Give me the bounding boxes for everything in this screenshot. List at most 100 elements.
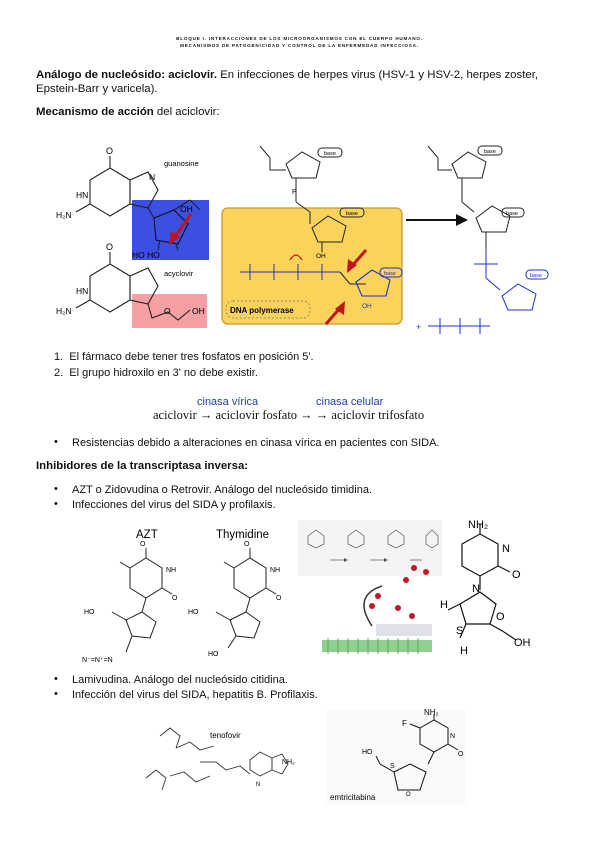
intro-title: Análogo de nucleósido: aciclovir. (36, 69, 218, 81)
lamivudine-h: H (440, 599, 448, 611)
azt-azide: N⁻=N⁺=N (82, 657, 113, 664)
lamivudine-o2: O (496, 611, 505, 623)
thymidine-o-top: O (244, 541, 250, 548)
acyclovir-oh-label: OH (192, 306, 205, 316)
lamivudine-oh: OH (514, 637, 531, 649)
thymidine-o-right: O (276, 595, 282, 602)
intro-text-2: Epstein-Barr y varicela). (36, 83, 158, 95)
hiv-bullet: Infecciones del virus del SIDA y profila… (72, 499, 276, 511)
plus-sign: + (416, 322, 421, 332)
emtricitabine-ho: HO (362, 749, 373, 756)
rt-inhibitors-title: Inhibidores de la transcriptasa inversa: (36, 460, 249, 472)
bullet-dot: • (54, 673, 58, 685)
bullet-dot: • (54, 498, 58, 510)
emtricitabine-n: N (450, 733, 455, 740)
thymidine-ho-2: HO (208, 651, 219, 658)
bullet-dot: • (54, 436, 58, 448)
cellular-kinase-label: cinasa celular (316, 396, 384, 408)
guanosine-oh-label: OH (180, 204, 193, 214)
document-header-line1: BLOQUE I. INTERACCIONES DE LOS MICROORGA… (176, 36, 423, 41)
acyclovir-mechanism-figure: O HN H₂N N OH HO HO guanosine O HN H₂N O… (56, 145, 549, 334)
base-label-2: base (346, 211, 358, 217)
guanosine-label: guanosine (164, 159, 199, 168)
dna-polymerase-label: DNA polymerase (230, 306, 294, 315)
emtricitabine-label: emtricitabina (330, 793, 376, 802)
azt-o-top: O (140, 541, 146, 548)
emtricitabine-o: O (458, 751, 464, 758)
lamivudine-bullet-2: Infección del virus del SIDA, hepatitis … (72, 689, 318, 701)
thymidine-label: Thymidine (216, 529, 269, 541)
phosphorylation-chain: aciclovir → aciclovir fosfato → → aciclo… (153, 408, 425, 422)
mechanism-rest: del aciclovir: (153, 106, 220, 118)
dna-chain-left (259, 145, 365, 252)
emtricitabine-f: F (402, 719, 407, 728)
lamivudine-bullet-1: Lamivudina. Análogo del nucleósido citid… (72, 674, 288, 686)
lamivudine-h2: H (460, 645, 468, 657)
phosphate-p-label-1: P (292, 189, 297, 196)
step-2: 2. El grupo hidroxilo en 3' no debe exis… (54, 367, 258, 379)
lamivudine-o: O (512, 569, 521, 581)
incorporated-acyclovir (474, 248, 549, 311)
lamivudine-n: N (502, 543, 510, 555)
dna-polymerase-box (221, 207, 403, 325)
base-label-3: base (384, 271, 396, 277)
acyclovir-hn-label: HN (76, 286, 88, 296)
step-1-text: El fármaco debe tener tres fosfatos en p… (69, 351, 314, 363)
tenofovir-emtricitabine-figure: tenofovir NH₂ N NH₂ F N O S HO O emtrici… (145, 708, 466, 804)
thymidine-nh: NH (270, 567, 280, 574)
azt-structure (111, 548, 173, 653)
bullet-dot: • (54, 483, 58, 495)
bullet-dot: • (54, 688, 58, 700)
acyclovir-label: acyclovir (164, 269, 194, 278)
intro-text-1: En infecciones de herpes virus (HSV-1 y … (217, 69, 539, 81)
acyclovir-h2n-label: H₂N (56, 306, 72, 316)
base-label-1: base (324, 151, 336, 157)
base-label-4: base (484, 149, 496, 155)
lamivudine-n2: N (472, 583, 480, 595)
lamivudine-s: S (456, 625, 463, 637)
guanosine-hn-label: HN (76, 190, 88, 200)
guanosine-hoho-label: HO HO (132, 250, 160, 260)
oh-label-chain: OH (316, 253, 326, 260)
resistance-text: Resistencias debido a alteraciones en ci… (72, 437, 440, 449)
pyrophosphate (428, 318, 490, 334)
guanosine-structure (75, 156, 209, 260)
rt-mechanism-diagram (298, 520, 442, 654)
rt-inhibitors-figure: AZT Thymidine O NH O HO N⁻=N⁺=N O NH O H… (82, 519, 531, 664)
mechanism-heading: Mecanismo de acción del aciclovir: (36, 105, 220, 119)
thymidine-structure (215, 548, 277, 649)
acyclovir-o-ring-label: O (164, 306, 171, 316)
azt-bullet: AZT o Zidovudina o Retrovir. Análogo del… (72, 484, 373, 496)
base-label-6: base (530, 273, 542, 279)
azt-o-right: O (172, 595, 178, 602)
acyclovir-structure (75, 252, 207, 328)
tenofovir-nh2: NH₂ (282, 759, 295, 766)
guanosine-n-label: N (149, 172, 155, 182)
emtricitabine-nh2: NH₂ (424, 708, 439, 717)
azt-label: AZT (136, 529, 158, 541)
oh-label-box: OH (362, 303, 372, 310)
viral-kinase-label: cinasa vírica (197, 396, 259, 408)
tenofovir-n: N (256, 782, 260, 788)
azt-ho: HO (84, 609, 95, 616)
thymidine-ho-1: HO (188, 609, 199, 616)
emtricitabine-structure (375, 714, 459, 791)
tenofovir-label: tenofovir (210, 731, 241, 740)
azt-nh: NH (166, 567, 176, 574)
triphosphate-in-box (240, 264, 340, 280)
lamivudine-nh2: NH₂ (468, 519, 488, 531)
emtricitabine-o2: O (406, 792, 411, 798)
tenofovir-structure (145, 727, 289, 791)
lamivudine-structure (447, 524, 517, 641)
acyclovir-o-label: O (106, 242, 113, 252)
mechanism-title: Mecanismo de acción (36, 106, 154, 118)
guanosine-o-label: O (106, 146, 113, 156)
base-label-5: base (506, 211, 518, 217)
intro-paragraph: Análogo de nucleósido: aciclovir. En inf… (36, 68, 576, 82)
document-header-line2: MECANISMOS DE PATOGENICIDAD Y CONTROL DE… (180, 43, 419, 48)
step-1: 1. El fármaco debe tener tres fosfatos e… (54, 351, 314, 363)
emtricitabine-s: S (390, 763, 395, 770)
guanosine-h2n-label: H₂N (56, 210, 72, 220)
step-2-text: El grupo hidroxilo en 3' no debe existir… (69, 367, 258, 379)
dna-chain-right (427, 145, 525, 248)
